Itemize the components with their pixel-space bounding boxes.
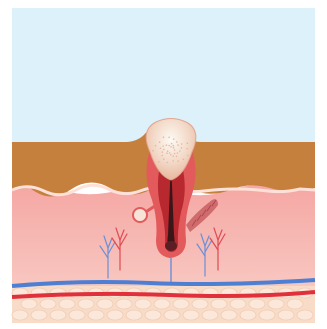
- pimple-speck: [177, 152, 179, 154]
- pimple-speck: [169, 152, 171, 154]
- fat-cell: [278, 310, 294, 320]
- pimple-speck: [170, 154, 172, 156]
- pimple-speck: [174, 149, 176, 151]
- fat-cell: [287, 299, 303, 309]
- pimple-speck: [158, 161, 160, 163]
- pimple-speck: [162, 151, 164, 153]
- pimple-speck: [166, 144, 168, 146]
- fat-cell: [88, 310, 104, 320]
- pimple-speck: [177, 144, 179, 146]
- fat-cell: [211, 299, 227, 309]
- pimple-speck: [179, 150, 181, 152]
- fat-cell: [249, 299, 265, 309]
- pimple-speck: [163, 149, 165, 151]
- fat-cell: [145, 310, 161, 320]
- fat-cell: [50, 310, 66, 320]
- pimple-speck: [155, 145, 157, 147]
- fat-cell: [297, 310, 313, 320]
- hair-bulb: [165, 241, 177, 251]
- pimple-speck: [170, 146, 172, 148]
- fat-cell: [107, 310, 123, 320]
- pimple-speck: [163, 158, 165, 160]
- fat-cell: [69, 310, 85, 320]
- fat-cell: [135, 299, 151, 309]
- pimple-speck: [176, 141, 178, 143]
- fat-cell: [59, 299, 75, 309]
- pimple-speck: [177, 160, 179, 162]
- fat-cell: [173, 299, 189, 309]
- fat-cell: [154, 299, 170, 309]
- fat-cell: [192, 299, 208, 309]
- pimple-speck: [172, 155, 174, 157]
- fat-cell: [230, 299, 246, 309]
- pimple-speck: [152, 150, 154, 152]
- pimple-speck: [187, 155, 189, 157]
- pimple-speck: [186, 148, 188, 150]
- pimple-speck: [171, 143, 173, 145]
- pimple-speck: [173, 147, 175, 149]
- fat-cell: [183, 310, 199, 320]
- pimple-speck: [167, 150, 169, 152]
- pimple-speck: [163, 136, 165, 138]
- fat-cell: [12, 310, 28, 320]
- fat-cell: [40, 299, 56, 309]
- pimple-speck: [168, 137, 170, 139]
- sebaceous-gland: [133, 208, 147, 222]
- fat-cell: [97, 299, 113, 309]
- pimple-speck: [174, 153, 176, 155]
- pimple-speck: [173, 145, 175, 147]
- fat-cell: [202, 310, 218, 320]
- pimple-speck: [176, 156, 178, 158]
- pimple-speck: [181, 143, 183, 145]
- fat-cell: [31, 310, 47, 320]
- pimple-speck: [166, 152, 168, 154]
- pimple-speck: [161, 155, 163, 157]
- fat-cell: [126, 310, 142, 320]
- fat-cell: [78, 299, 94, 309]
- pimple-speck: [159, 141, 161, 143]
- pimple-speck: [173, 138, 175, 140]
- pimple-speck: [168, 145, 170, 147]
- pimple-speck: [160, 148, 162, 150]
- pimple-speck: [187, 142, 189, 144]
- pimple-speck: [167, 162, 169, 164]
- pimple-speck: [162, 145, 164, 147]
- fat-cell: [240, 310, 256, 320]
- fat-cell: [164, 310, 180, 320]
- fat-cell: [268, 299, 284, 309]
- pimple-speck: [181, 147, 183, 149]
- pimple-speck: [183, 159, 185, 161]
- fat-cell: [221, 310, 237, 320]
- fat-cell: [116, 299, 132, 309]
- fat-cell: [259, 310, 275, 320]
- fat-cell: [21, 299, 37, 309]
- pimple-speck: [172, 160, 174, 162]
